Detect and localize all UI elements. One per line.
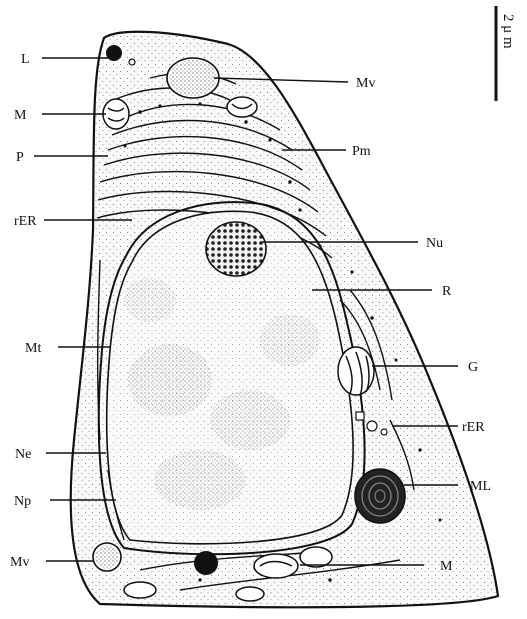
golgi-apparatus	[338, 347, 374, 396]
label-Np: Np	[14, 494, 31, 509]
label-Mv-top: Mv	[356, 76, 375, 91]
multivesicular-body-top	[167, 58, 219, 98]
label-M-top: M	[14, 108, 27, 123]
scale-bar-label: 2 μ m	[500, 14, 516, 49]
label-M-bottom: M	[440, 559, 453, 574]
label-Mt: Mt	[25, 341, 41, 356]
label-rER-left: rER	[14, 214, 37, 229]
label-R: R	[442, 284, 452, 299]
myelin-like-body	[355, 469, 405, 523]
label-G: G	[468, 360, 478, 375]
scale-bar: 2 μ m	[496, 6, 516, 101]
label-Nu: Nu	[426, 236, 443, 251]
label-L: L	[21, 52, 30, 67]
label-Mv-bottom: Mv	[10, 555, 29, 570]
label-Ne: Ne	[15, 447, 31, 462]
label-P: P	[16, 150, 24, 165]
label-Pm: Pm	[352, 144, 371, 159]
label-rER-right: rER	[462, 420, 485, 435]
nucleolus	[206, 222, 266, 276]
label-ML: ML	[470, 479, 491, 494]
